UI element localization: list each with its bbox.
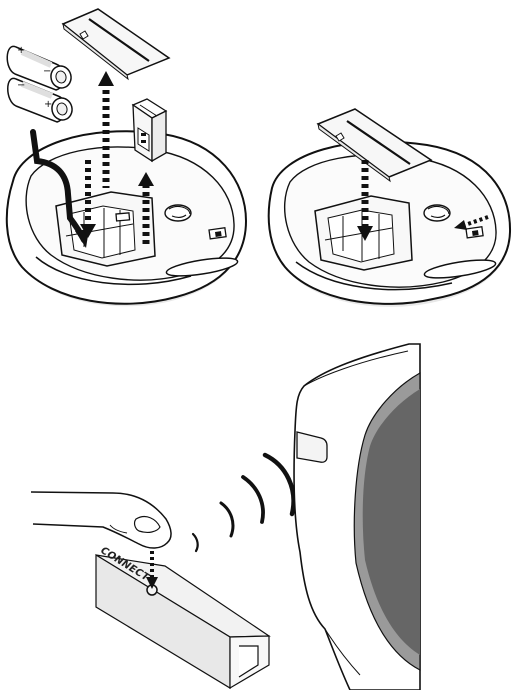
signal-wave-4 <box>265 455 294 514</box>
usb-receiver-contact-1 <box>141 133 146 136</box>
connect-scene-group: CONNECT <box>31 344 420 690</box>
battery-cover-top-body <box>63 9 169 75</box>
signal-wave-3 <box>243 477 263 522</box>
battery-top-minus: − <box>43 66 51 77</box>
finger <box>31 492 171 548</box>
right-power-switch-knob <box>472 230 479 236</box>
mouse-install-right-group <box>269 109 510 307</box>
cover-remove-arrow-head <box>98 71 114 86</box>
left-sensor-window <box>165 205 191 221</box>
usb-receiver-contact-2 <box>141 140 146 143</box>
battery-cover-top <box>63 9 169 79</box>
left-power-switch-knob <box>215 231 222 237</box>
right-sensor-window <box>424 205 450 221</box>
usb-receiver <box>133 99 166 161</box>
battery-bottom-plus: + <box>44 99 52 110</box>
wireless-signal-waves <box>193 455 294 551</box>
display-device <box>294 344 420 690</box>
right-compartment-inner <box>328 210 394 262</box>
signal-wave-1 <box>193 534 198 551</box>
battery-top-plus: + <box>17 45 25 56</box>
receiver-base: CONNECT <box>96 545 269 688</box>
battery-bottom-minus: − <box>17 80 25 91</box>
usb-receiver-side <box>152 111 166 161</box>
mouse-install-left-group: + − − + <box>7 9 246 306</box>
signal-wave-2 <box>221 503 233 536</box>
left-receiver-slot <box>116 213 130 221</box>
